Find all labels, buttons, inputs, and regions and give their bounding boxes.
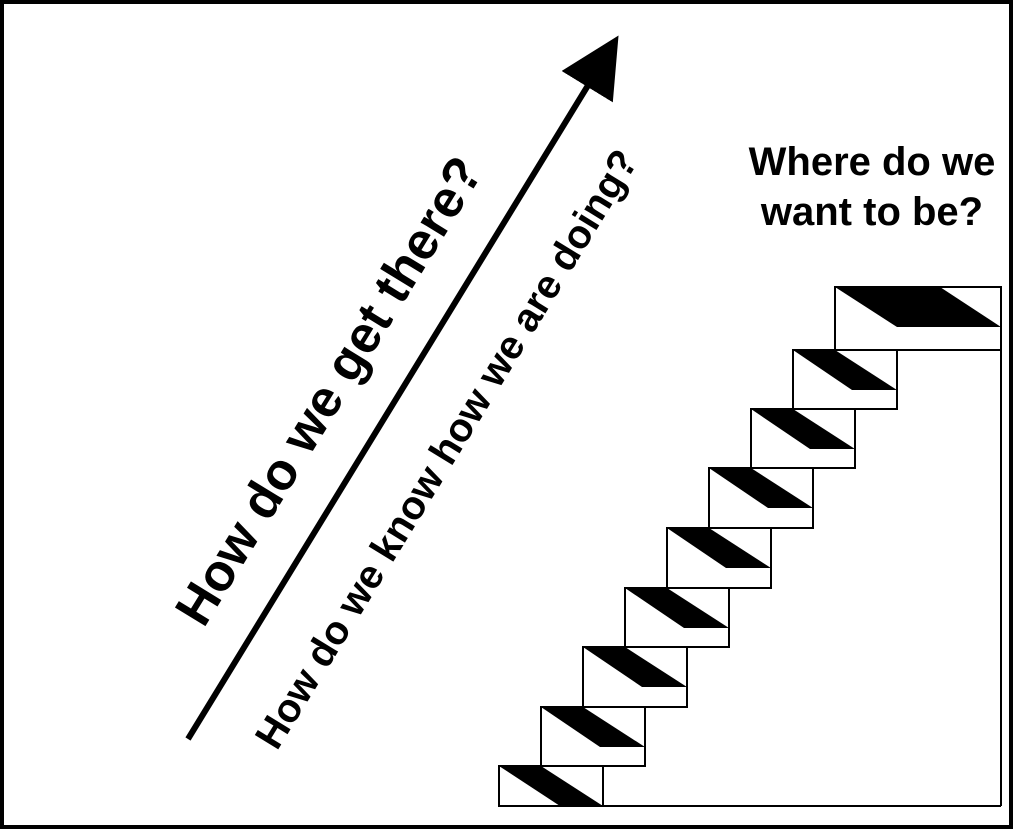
stair-step xyxy=(751,409,855,468)
stair-landing xyxy=(835,287,1001,350)
stair-step xyxy=(667,528,771,588)
stair-step xyxy=(625,588,729,647)
path-question: How do we get there? xyxy=(164,147,494,635)
progress-arrow xyxy=(188,56,606,739)
stair-step xyxy=(793,350,897,409)
staircase xyxy=(499,287,1001,806)
stair-step xyxy=(583,647,687,707)
stair-step xyxy=(499,766,603,806)
stair-step xyxy=(709,468,813,528)
goal-heading-line2: want to be? xyxy=(760,190,983,234)
stair-step xyxy=(541,707,645,766)
goal-heading-line1: Where do we xyxy=(749,140,996,184)
